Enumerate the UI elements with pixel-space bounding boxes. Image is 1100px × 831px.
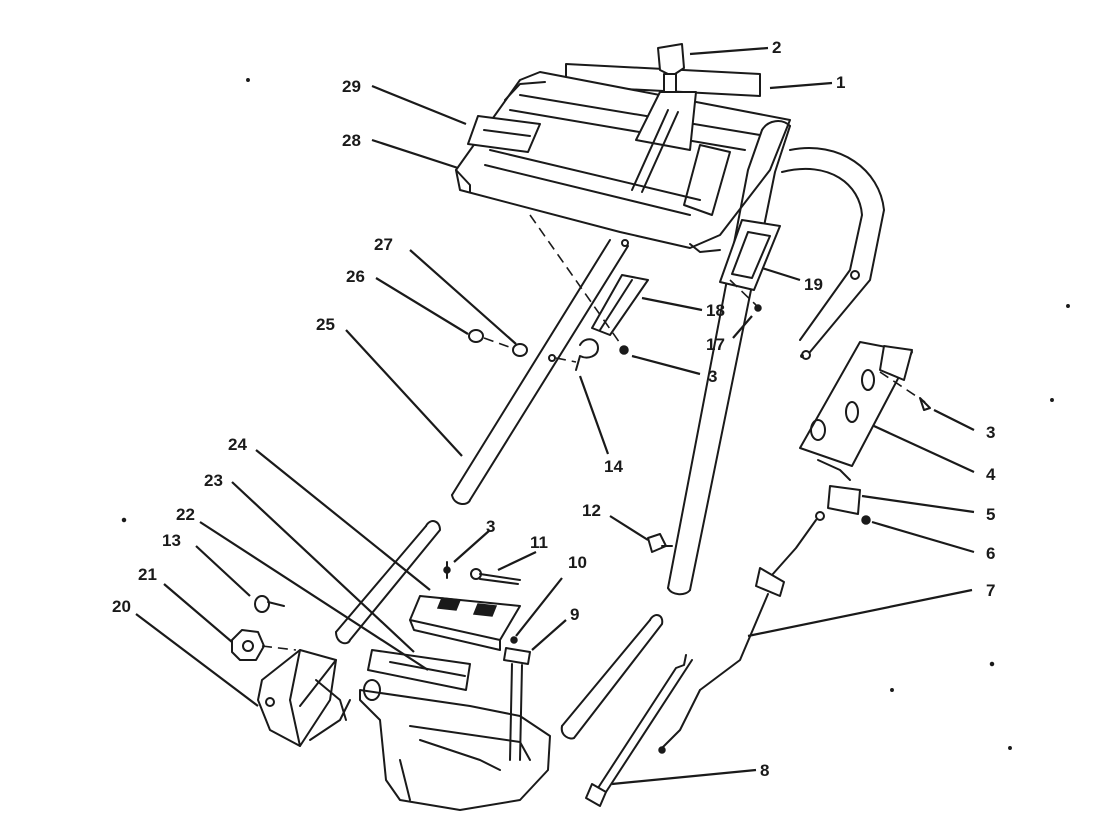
callout-27: 27: [374, 235, 393, 254]
callout-29: 29: [342, 77, 361, 96]
callout-19: 19: [804, 275, 823, 294]
part-27-washer: [483, 337, 528, 357]
callout-3-upper: 3: [708, 367, 717, 386]
part-17-pin: [729, 279, 762, 312]
part-22-rod: [367, 649, 471, 691]
part-12-clip: [647, 533, 673, 553]
lower-tube-segment: [560, 614, 664, 740]
hardware-nut-3a: [529, 214, 629, 355]
callout-20: 20: [112, 597, 131, 616]
part-25-left-handle: [451, 239, 629, 505]
right-handle-tube: [667, 120, 885, 596]
part-7-cable: [658, 511, 825, 754]
part-24-plate: [409, 595, 521, 651]
part-19-bracket: [719, 219, 781, 291]
callout-26: 26: [346, 267, 365, 286]
part-26-nut: [468, 329, 484, 343]
callout-21: 21: [138, 565, 157, 584]
part-3-screw-lower: [443, 561, 451, 579]
part-21-knob: [231, 629, 297, 661]
callout-17: 17: [706, 335, 725, 354]
part-5-bracket: [827, 485, 861, 515]
callout-23: 23: [204, 471, 223, 490]
callout-9: 9: [570, 605, 579, 624]
part-2-shift-knob: [631, 43, 697, 193]
part-20-housing: [257, 649, 347, 747]
callout-2: 2: [772, 38, 781, 57]
part-28-control-panel: [455, 71, 791, 253]
part-29-label-plate: [467, 115, 541, 153]
callout-11: 11: [530, 533, 548, 552]
callout-18: 18: [706, 301, 725, 320]
callout-12: 12: [582, 501, 601, 520]
base-frame: [309, 679, 551, 811]
callout-22: 22: [176, 505, 195, 524]
callout-3-right: 3: [986, 423, 995, 442]
part-11-bolt: [470, 568, 521, 585]
part-10-shaft: [509, 636, 523, 761]
scan-specks: [121, 78, 1070, 750]
callout-6: 6: [986, 544, 995, 563]
part-8-rod: [585, 654, 693, 807]
callout-labels: 2 1 29 28 27 26 25 19 18 17 3 14 3 4 5 6…: [112, 38, 996, 780]
part-4-side-plate: [799, 341, 931, 481]
callout-10: 10: [568, 553, 587, 572]
callout-28: 28: [342, 131, 361, 150]
callout-1: 1: [836, 73, 845, 92]
callout-7: 7: [986, 581, 995, 600]
lower-left-tube: [335, 520, 441, 645]
part-13-bolt: [254, 595, 285, 613]
callout-5: 5: [986, 505, 995, 524]
callout-24: 24: [228, 435, 247, 454]
callout-13: 13: [162, 531, 181, 550]
part-6-nut: [861, 515, 871, 525]
callout-3-lower: 3: [486, 517, 495, 536]
leader-lines: [135, 46, 975, 786]
part-18-bracket: [591, 274, 649, 336]
callout-4: 4: [986, 465, 996, 484]
callout-14: 14: [604, 457, 623, 476]
callout-25: 25: [316, 315, 335, 334]
callout-8: 8: [760, 761, 769, 780]
part-9-cap: [503, 647, 531, 665]
part-14-clip: [548, 338, 599, 371]
